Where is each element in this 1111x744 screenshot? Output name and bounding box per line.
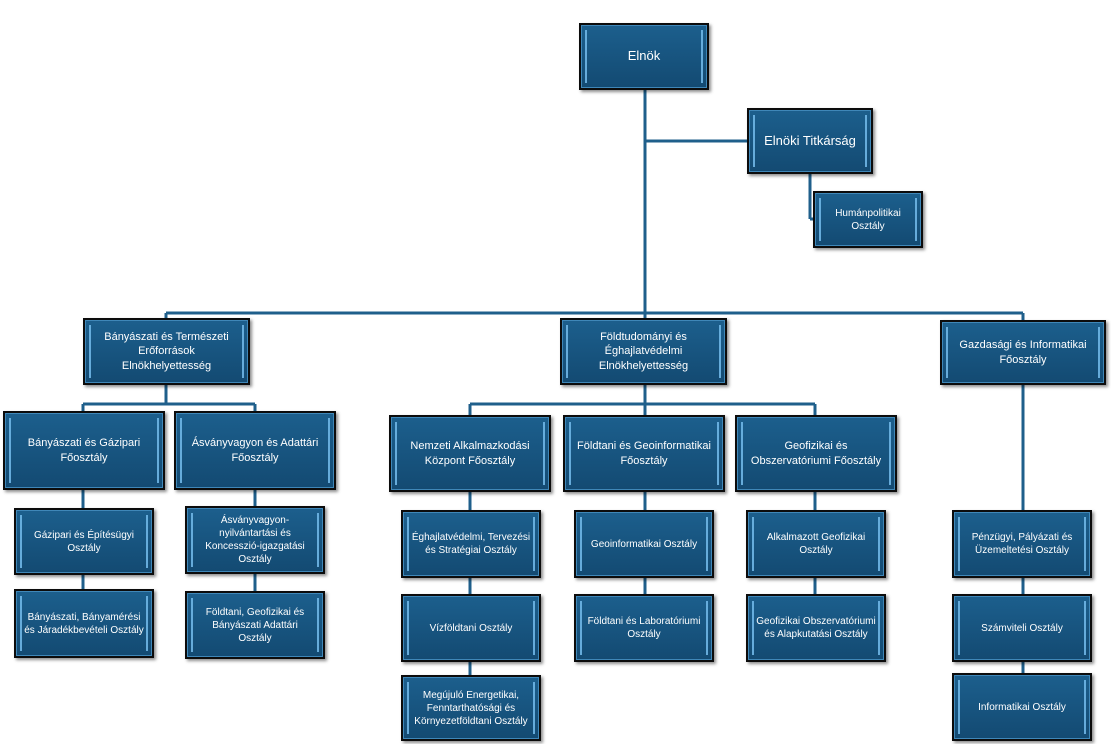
accounting-department-label: Számviteli Osztály (981, 622, 1063, 634)
hydrogeology-department-box[interactable]: Vízföldtani Osztály (401, 594, 541, 662)
hydrogeology-department-label: Vízföldtani Osztály (429, 622, 513, 634)
geoinformatics-department-box[interactable]: Geoinformatikai Osztály (574, 510, 714, 578)
mineral-registry-department-label: Ásványvagyon-nyilvántartási és Koncesszi… (205, 515, 305, 565)
geoinformatics-department-label: Geoinformatikai Osztály (590, 538, 698, 550)
deputy-mining-label: Bányászati és Természeti Erőforrások Eln… (104, 331, 229, 372)
mineral-registry-department-box[interactable]: Ásványvagyon-nyilvántartási és Koncesszi… (185, 506, 325, 574)
geophysics-research-department-box[interactable]: Geofizikai Obszervatóriumi és Alapkutatá… (746, 594, 886, 662)
econ-it-directorate-box[interactable]: Gazdasági és Informatikai Főosztály (940, 320, 1106, 385)
renewable-department-box[interactable]: Megújuló Energetikai, Fenntarthatósági é… (401, 675, 541, 741)
mine-survey-department-box[interactable]: Bányászati, Bányamérési és Járadékbevéte… (14, 589, 154, 658)
president-label: Elnök (627, 48, 661, 64)
adaptation-center-directorate-box[interactable]: Nemzeti Alkalmazkodási Központ Főosztály (389, 415, 551, 492)
deputy-earth-label: Földtudományi és Éghajlatvédelmi Elnökhe… (598, 331, 689, 372)
deputy-mining-box[interactable]: Bányászati és Természeti Erőforrások Eln… (83, 318, 250, 385)
gas-construction-department-box[interactable]: Gázipari és Építésügyi Osztály (14, 508, 154, 575)
climate-planning-department-box[interactable]: Éghajlatvédelmi, Tervezési és Stratégiai… (401, 510, 541, 578)
hr-department-box[interactable]: Humánpolitikai Osztály (813, 191, 923, 248)
hr-department-label: Humánpolitikai Osztály (835, 207, 901, 232)
geophysics-obs-directorate-label: Geofizikai és Obszervatóriumi Főosztály (750, 440, 882, 467)
mineral-data-directorate-box[interactable]: Ásványvagyon és Adattári Főosztály (174, 411, 336, 490)
finance-ops-department-label: Pénzügyi, Pályázati és Üzemeltetési Oszt… (971, 532, 1073, 556)
applied-geophysics-department-box[interactable]: Alkalmazott Geofizikai Osztály (746, 510, 886, 578)
renewable-department-label: Megújuló Energetikai, Fenntarthatósági é… (414, 689, 528, 727)
adaptation-center-directorate-label: Nemzeti Alkalmazkodási Központ Főosztály (410, 440, 530, 467)
mining-gas-directorate-label: Bányászati és Gázipari Főosztály (27, 437, 141, 464)
mineral-data-directorate-label: Ásványvagyon és Adattári Főosztály (191, 437, 319, 464)
geo-archive-department-label: Földtani, Geofizikai és Bányászati Adatt… (205, 606, 305, 644)
geophysics-obs-directorate-box[interactable]: Geofizikai és Obszervatóriumi Főosztály (735, 415, 897, 492)
mine-survey-department-label: Bányászati, Bányamérési és Járadékbevéte… (24, 611, 144, 636)
geo-lab-department-box[interactable]: Földtani és Laboratóriumi Osztály (574, 594, 714, 662)
accounting-department-box[interactable]: Számviteli Osztály (952, 594, 1092, 662)
gas-construction-department-label: Gázipari és Építésügyi Osztály (33, 529, 135, 554)
geophysics-research-department-label: Geofizikai Obszervatóriumi és Alapkutatá… (756, 616, 876, 640)
geo-archive-department-box[interactable]: Földtani, Geofizikai és Bányászati Adatt… (185, 591, 325, 659)
secretariat-label: Elnöki Titkárság (764, 132, 856, 148)
geo-lab-department-label: Földtani és Laboratóriumi Osztály (587, 616, 701, 640)
secretariat-box[interactable]: Elnöki Titkárság (747, 108, 873, 174)
econ-it-directorate-label: Gazdasági és Informatikai Főosztály (959, 339, 1087, 366)
it-department-box[interactable]: Informatikai Osztály (952, 673, 1092, 741)
deputy-earth-box[interactable]: Földtudományi és Éghajlatvédelmi Elnökhe… (560, 318, 727, 385)
it-department-label: Informatikai Osztály (978, 701, 1066, 713)
geology-geoinfo-directorate-box[interactable]: Földtani és Geoinformatikai Főosztály (563, 415, 725, 492)
applied-geophysics-department-label: Alkalmazott Geofizikai Osztály (766, 532, 866, 556)
climate-planning-department-label: Éghajlatvédelmi, Tervezési és Stratégiai… (411, 532, 531, 556)
finance-ops-department-box[interactable]: Pénzügyi, Pályázati és Üzemeltetési Oszt… (952, 510, 1092, 578)
president-box[interactable]: Elnök (579, 23, 709, 90)
geology-geoinfo-directorate-label: Földtani és Geoinformatikai Főosztály (577, 440, 711, 467)
mining-gas-directorate-box[interactable]: Bányászati és Gázipari Főosztály (3, 411, 165, 490)
